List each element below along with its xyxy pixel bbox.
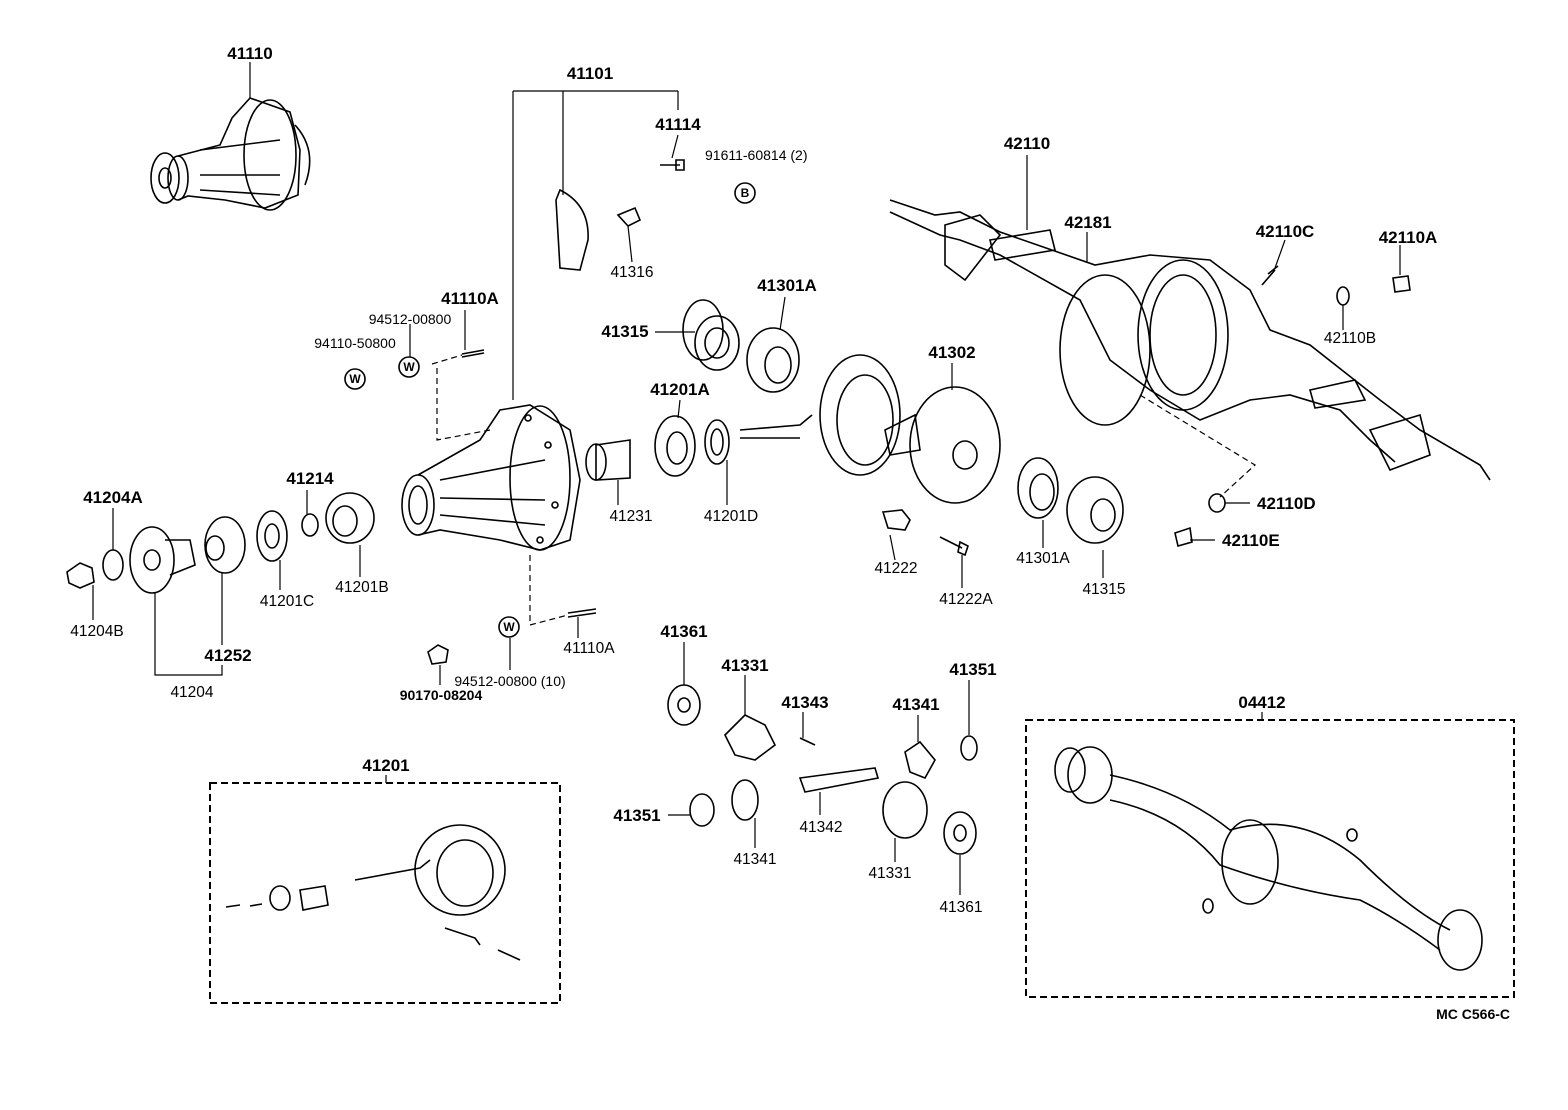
circle-mark-b: B bbox=[734, 182, 756, 204]
part-label: 41101 bbox=[567, 64, 613, 83]
bearing-41315-upper bbox=[682, 299, 740, 371]
ring-gear-drawing bbox=[739, 354, 901, 476]
part-label: 41201D bbox=[704, 508, 758, 525]
part-label: 41351 bbox=[949, 660, 996, 679]
part-label: 41331 bbox=[868, 865, 911, 882]
part-label: 41341 bbox=[892, 695, 939, 714]
part-label: 41110A bbox=[563, 640, 615, 657]
part-label: 94512-00800 (10) bbox=[454, 673, 565, 689]
circle-mark-w-2: W bbox=[398, 356, 420, 378]
part-label: 41302 bbox=[928, 343, 975, 362]
part-label: 42110 bbox=[1004, 134, 1050, 153]
part-label: 41201C bbox=[260, 593, 314, 610]
part-label: 41361 bbox=[939, 899, 982, 916]
leader-lines bbox=[92, 62, 1401, 895]
part-label: 42110B bbox=[1324, 330, 1376, 347]
part-label: 41361 bbox=[660, 622, 707, 641]
circle-mark-w-1: W bbox=[344, 368, 366, 390]
part-label: 41110 bbox=[227, 44, 272, 63]
part-label: 91611-60814 (2) bbox=[705, 147, 807, 163]
axle-housing-drawing bbox=[889, 199, 1491, 481]
part-label: 41342 bbox=[799, 819, 842, 836]
part-label: 41204 bbox=[170, 684, 213, 701]
part-label: 41316 bbox=[610, 264, 653, 281]
part-label: 41114 bbox=[655, 115, 701, 134]
mark-w-text: W bbox=[403, 360, 415, 374]
part-label: 41351 bbox=[613, 806, 660, 825]
mark-b-text: B bbox=[741, 186, 750, 200]
part-label: 41331 bbox=[721, 656, 768, 675]
part-label: 41252 bbox=[204, 646, 251, 665]
diagram-code: MC C566-C bbox=[1436, 1006, 1510, 1022]
part-label: 41341 bbox=[733, 851, 776, 868]
circle-mark-w-3: W bbox=[498, 616, 520, 638]
part-label: 42110D bbox=[1257, 494, 1316, 513]
part-label: 90170-08204 bbox=[400, 687, 483, 703]
part-label: 42110E bbox=[1222, 531, 1280, 550]
part-label: 41222A bbox=[939, 591, 993, 608]
part-label: 42181 bbox=[1064, 213, 1111, 232]
mark-w-text: W bbox=[503, 620, 515, 634]
part-label: 41110A bbox=[441, 289, 499, 308]
part-label: 41201B bbox=[335, 579, 388, 596]
kit-box-41201 bbox=[209, 782, 561, 1004]
part-label: 04412 bbox=[1238, 693, 1285, 712]
part-label: 41201A bbox=[650, 380, 710, 399]
part-label: 94512-00800 bbox=[369, 311, 452, 327]
kit-box-04412 bbox=[1025, 719, 1515, 998]
part-label: 94110-50800 bbox=[314, 335, 396, 351]
part-label: 41214 bbox=[286, 469, 334, 488]
part-label: 41231 bbox=[609, 508, 652, 525]
part-label: 41301A bbox=[757, 276, 817, 295]
part-label: 42110A bbox=[1379, 228, 1438, 247]
bearing-41301A-upper bbox=[746, 327, 800, 393]
part-label: 41301A bbox=[1016, 550, 1070, 567]
part-label: 42110C bbox=[1256, 222, 1315, 241]
part-label: 41315 bbox=[601, 322, 648, 341]
part-label: 41222 bbox=[874, 560, 917, 577]
part-label: 41315 bbox=[1082, 581, 1125, 598]
differential-case-drawing bbox=[884, 386, 1001, 504]
part-label: 41201 bbox=[362, 756, 409, 775]
mark-w-text: W bbox=[349, 372, 361, 386]
part-label: 41204A bbox=[83, 488, 143, 507]
part-label: 41343 bbox=[781, 693, 828, 712]
part-label: 41204B bbox=[70, 623, 123, 640]
differential-carrier-assembly-drawing bbox=[150, 97, 311, 211]
differential-carrier-housing-drawing bbox=[401, 404, 581, 551]
